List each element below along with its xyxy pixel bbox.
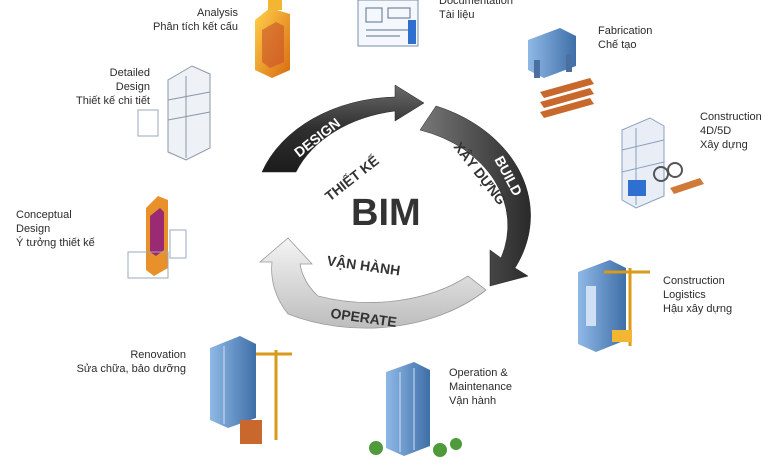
- documentation-illustration: [357, 0, 419, 47]
- stage-detailed: Detailed Design Thiết kế chi tiết: [40, 66, 150, 108]
- stage-fabrication-en: Fabrication: [598, 25, 653, 37]
- stage-renovation-vi: Sửa chữa, bảo dưỡng: [76, 363, 186, 375]
- stage-detailed-en: Detailed Design: [109, 67, 150, 93]
- construction-illustration: [621, 117, 704, 209]
- operate-arc-vi-label: VẬN HÀNH: [326, 251, 402, 278]
- stage-renovation: Renovation Sửa chữa, bảo dưỡng: [56, 348, 186, 376]
- operation-illustration: [369, 362, 462, 457]
- bim-title: BIM: [351, 192, 421, 234]
- stage-logistics: Construction Logistics Hậu xây dựng: [663, 274, 763, 316]
- stage-logistics-vi: Hậu xây dựng: [663, 303, 733, 315]
- stage-conceptual: Conceptual Design Ý tưởng thiết kế: [16, 208, 126, 250]
- stage-analysis: Analysis Phân tích kết cấu: [118, 6, 238, 34]
- detailed-illustration: [137, 65, 211, 161]
- logistics-illustration: [578, 260, 650, 352]
- stage-operation: Operation & Maintenance Vận hành: [449, 366, 549, 408]
- stage-conceptual-vi: Ý tưởng thiết kế: [16, 237, 95, 249]
- stage-construction: Construction 4D/5D Xây dựng: [700, 110, 778, 152]
- stage-documentation-en: Documentation: [439, 0, 513, 7]
- stage-operation-vi: Vận hành: [449, 395, 497, 407]
- stage-fabrication: Fabrication Chế tạo: [598, 24, 688, 52]
- stage-documentation-vi: Tài liệu: [439, 9, 475, 21]
- stage-construction-vi: Xây dựng: [700, 139, 748, 151]
- build-arc: [419, 105, 531, 287]
- conceptual-illustration: [127, 196, 187, 279]
- stage-logistics-en: Construction Logistics: [663, 275, 725, 301]
- stage-construction-en: Construction 4D/5D: [700, 111, 762, 137]
- operate-arc: [258, 237, 487, 329]
- stage-fabrication-vi: Chế tạo: [598, 39, 637, 51]
- stage-documentation: Documentation Tài liệu: [439, 0, 549, 22]
- renovation-illustration: [210, 336, 292, 444]
- fabrication-illustration: [528, 28, 594, 118]
- stage-operation-en: Operation & Maintenance: [449, 367, 512, 393]
- design-arc: [261, 84, 425, 173]
- stage-renovation-en: Renovation: [130, 349, 186, 361]
- stage-analysis-vi: Phân tích kết cấu: [153, 21, 238, 33]
- stage-analysis-en: Analysis: [197, 7, 238, 19]
- analysis-illustration: [255, 0, 290, 78]
- stage-detailed-vi: Thiết kế chi tiết: [76, 95, 150, 107]
- stage-conceptual-en: Conceptual Design: [16, 209, 72, 235]
